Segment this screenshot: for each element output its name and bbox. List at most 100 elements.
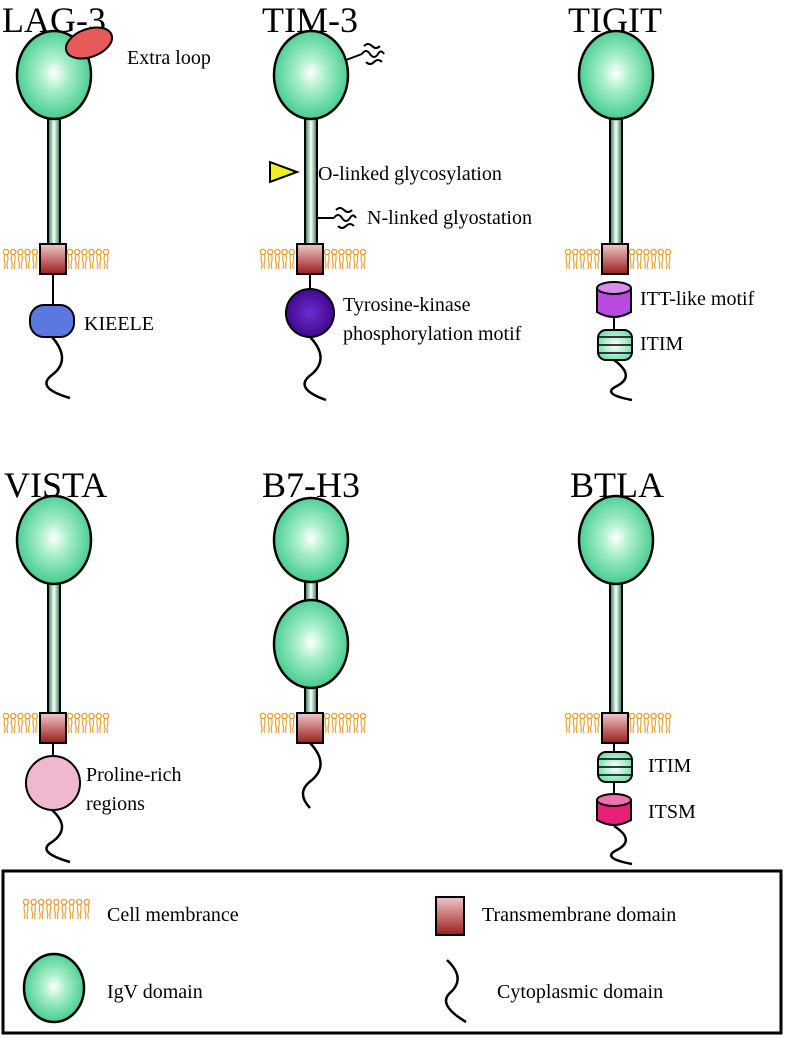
annotation-label: phosphorylation motif <box>343 323 522 345</box>
lipid-icon <box>288 248 296 270</box>
lipid-icon <box>9 248 17 270</box>
lipid-icon <box>281 712 288 734</box>
protein-b7h3: B7-H3 <box>259 465 367 809</box>
legend-igv: IgV domain <box>107 981 203 1003</box>
transmembrane-domain <box>39 243 67 275</box>
stalk <box>47 574 61 716</box>
lipid-icon <box>17 248 24 270</box>
lipid-icon <box>102 248 110 270</box>
lipid-icon <box>338 712 345 734</box>
transmembrane-icon <box>435 896 465 936</box>
lipid-icon <box>579 712 586 734</box>
o-glycosylation-triangle <box>269 160 300 184</box>
lipid-icon <box>635 248 643 270</box>
igv-icon <box>22 952 86 1024</box>
lipid-icon <box>81 248 88 270</box>
lipid-icon <box>650 248 657 270</box>
lipid-icon <box>2 248 10 270</box>
lipid-icon <box>323 712 331 734</box>
lipid-icon <box>628 712 636 734</box>
lipid-icon <box>24 712 31 734</box>
lipid-icon <box>664 712 672 734</box>
lipid-icon <box>338 248 345 270</box>
cytoplasmic-tail <box>303 336 327 402</box>
lipid-icon <box>635 712 643 734</box>
lipid-icon <box>564 712 572 734</box>
lipid-icon <box>281 248 288 270</box>
proline-rich-region <box>25 755 81 811</box>
lipid-icon <box>657 248 665 270</box>
lipid-icon <box>359 712 367 734</box>
stalk <box>609 574 623 716</box>
annotation-label: O-linked glycosylation <box>318 163 502 185</box>
cytoplasmic-tail <box>45 809 71 864</box>
lipid-icon <box>330 712 338 734</box>
lipid-icon <box>88 248 95 270</box>
annotation-label: Extra loop <box>127 47 211 69</box>
transmembrane-domain <box>296 243 324 275</box>
itim-motif <box>597 751 633 783</box>
igv-domain <box>577 29 655 121</box>
cytoplasmic-tail <box>45 336 71 400</box>
lipid-icon <box>66 712 74 734</box>
transmembrane-domain <box>39 712 67 744</box>
cytoplasmic-tail <box>609 358 633 402</box>
lipid-icon <box>95 248 103 270</box>
cytoplasmic-tail <box>609 824 633 866</box>
lipid-icon <box>9 712 17 734</box>
lipid-icon <box>274 248 281 270</box>
protein-tigit: TIGIT ITT-like motif ITIM <box>564 0 755 402</box>
lipid-icon <box>323 248 331 270</box>
lipid-icon <box>274 712 281 734</box>
igv-domain <box>15 494 93 586</box>
lipid-icon <box>95 712 103 734</box>
lipid-icon <box>352 248 360 270</box>
transmembrane-domain <box>601 712 629 744</box>
lipid-icon <box>643 712 650 734</box>
protein-lag3: LAG-3 Extra loop KIEELE <box>2 0 211 400</box>
lipid-icon <box>73 712 81 734</box>
cytoplasmic-icon <box>444 959 467 1024</box>
lipid-icon <box>586 248 593 270</box>
lipid-icon <box>650 712 657 734</box>
annotation-label: KIEELE <box>84 313 154 335</box>
lipid-icon <box>31 712 39 734</box>
annotation-label: ITSM <box>648 801 696 823</box>
lipid-icon <box>345 248 352 270</box>
kieele-motif <box>29 304 75 338</box>
lipid-icon <box>73 248 81 270</box>
lipid-icon <box>66 248 74 270</box>
itsm-motif <box>596 793 632 826</box>
lipid-icon <box>102 712 110 734</box>
stalk <box>609 109 623 251</box>
annotation-label: regions <box>86 793 145 815</box>
annotation-label: Tyrosine-kinase <box>343 294 471 316</box>
lipid-icon <box>593 248 601 270</box>
lipid-icon <box>24 248 31 270</box>
stalk <box>47 109 61 251</box>
transmembrane-domain <box>296 712 324 744</box>
lipid-icon <box>643 248 650 270</box>
lipid-icon <box>266 712 274 734</box>
lipid-icon <box>345 712 352 734</box>
lipid-icon <box>571 248 579 270</box>
lipid-icon <box>266 248 274 270</box>
legend: Cell membrance Transmembrane domain IgV … <box>1 869 783 1035</box>
igv-domain <box>272 598 350 690</box>
tyrosine-motif <box>285 288 335 338</box>
lipid-icon <box>593 712 601 734</box>
lipid-icon <box>81 712 88 734</box>
transmembrane-domain <box>601 243 629 275</box>
annotation-label: ITT-like motif <box>640 288 755 310</box>
stalk <box>304 109 318 251</box>
lipid-icon <box>657 712 665 734</box>
igv-domain <box>272 496 350 584</box>
annotation-label: ITIM <box>640 333 684 355</box>
annotation-label: Proline-rich <box>86 764 182 786</box>
legend-box <box>1 869 783 1035</box>
lipid-icon <box>2 712 10 734</box>
annotation-label: ITIM <box>648 755 692 777</box>
glycan-icon <box>361 43 385 65</box>
protein-btla: BTLA ITIM ITSM <box>564 465 696 866</box>
